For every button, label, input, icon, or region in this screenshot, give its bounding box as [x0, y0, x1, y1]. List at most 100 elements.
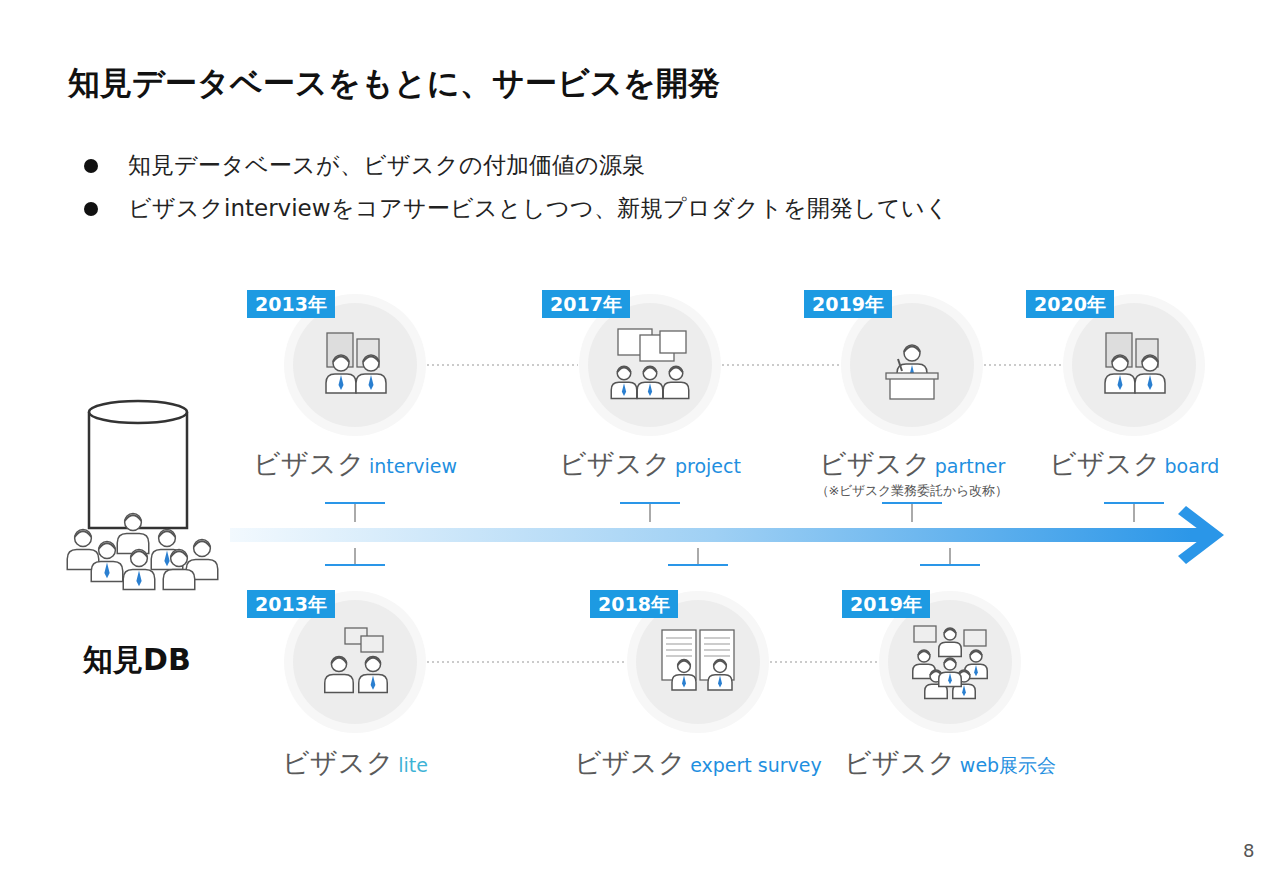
- service-icon: [611, 329, 689, 399]
- person-head: [333, 355, 349, 371]
- tick: [920, 564, 980, 566]
- doc-line: [704, 650, 730, 651]
- service-brand: ビザスク: [559, 448, 671, 479]
- person-hair: [363, 357, 379, 363]
- person-body: [359, 674, 388, 692]
- mic: [898, 359, 902, 371]
- person-body: [1105, 374, 1135, 393]
- tick: [949, 548, 951, 564]
- circle-fill: [588, 303, 712, 427]
- service-brand: ビザスク: [844, 747, 956, 778]
- service-brand: ビザスク: [819, 448, 931, 479]
- circle-fill: [636, 600, 760, 724]
- service-node: 2020年ビザスクboard: [1045, 290, 1224, 480]
- person-head: [125, 514, 142, 531]
- person-body: [637, 382, 663, 398]
- page-number: 8: [1243, 840, 1254, 861]
- people-cluster: [67, 514, 218, 590]
- person-tie: [682, 676, 686, 688]
- service-brand: ビザスク: [253, 448, 365, 479]
- doc-line: [666, 644, 692, 645]
- person-hair: [1142, 357, 1158, 363]
- tick: [668, 564, 728, 566]
- service-label: ビザスクpartner: [819, 446, 1006, 482]
- year-badge: 2019年: [804, 290, 892, 318]
- person-body: [939, 642, 962, 656]
- person-tie: [371, 675, 376, 689]
- bullet-text: ビザスクinterviewをコアサービスとしつつ、新規プロダクトを開発していく: [128, 193, 949, 224]
- person-head: [363, 355, 379, 371]
- service-node: 2013年ビザスクlite: [278, 590, 432, 780]
- person-hair: [333, 357, 349, 363]
- person-body: [326, 374, 356, 393]
- person-head: [669, 366, 683, 380]
- service-brand: ビザスク: [282, 747, 394, 778]
- person-tie: [622, 383, 626, 396]
- person-hair: [970, 651, 982, 655]
- service-label: ビザスクlite: [282, 745, 428, 781]
- person-body: [123, 570, 155, 590]
- illustration-shape: [964, 630, 986, 646]
- person-head: [131, 550, 148, 567]
- service-icon: [886, 345, 938, 399]
- person-head: [171, 550, 188, 567]
- person-body: [708, 675, 732, 690]
- person-head: [944, 628, 956, 640]
- year-badge: 2013年: [247, 590, 335, 618]
- tick: [354, 504, 356, 522]
- person-tie: [948, 673, 952, 684]
- person-hair: [678, 661, 691, 665]
- database-cylinder: [89, 401, 187, 423]
- person-body: [663, 382, 689, 398]
- person-tie: [369, 375, 374, 390]
- person-tie: [648, 383, 652, 396]
- circle-fill: [293, 303, 417, 427]
- person-hair: [331, 658, 346, 663]
- person-head: [331, 656, 346, 671]
- circle-fill: [850, 303, 974, 427]
- person-head: [904, 345, 920, 361]
- dotted-connector: [984, 364, 1062, 365]
- year-badge: 2019年: [842, 590, 930, 618]
- person-tie: [136, 571, 141, 587]
- dotted-connector: [722, 364, 840, 365]
- illustration-shape: [662, 630, 696, 680]
- tick: [911, 504, 913, 522]
- person-body: [163, 570, 195, 590]
- service-name: lite: [398, 754, 428, 776]
- person-head: [643, 366, 657, 380]
- service-name: web展示会: [960, 754, 1056, 776]
- service-name: expert survey: [690, 754, 822, 776]
- service-icon: [662, 630, 734, 690]
- person-tie: [104, 563, 109, 579]
- illustration-shape: [660, 331, 686, 353]
- person-head: [99, 542, 116, 559]
- bullet-dot: [84, 202, 98, 216]
- database-label: 知見DB: [83, 640, 191, 681]
- illustration-shape: [914, 626, 936, 642]
- tick: [1133, 504, 1135, 522]
- database-node: 知見DB: [37, 398, 237, 688]
- tick: [325, 502, 385, 504]
- service-name: interview: [369, 455, 457, 477]
- person-hair: [125, 515, 142, 521]
- person-head: [194, 540, 211, 557]
- illustration-shape: [886, 373, 938, 379]
- bullet-dot: [84, 159, 98, 173]
- service-icon: [326, 333, 386, 393]
- tick: [697, 548, 699, 564]
- circle-fill: [293, 600, 417, 724]
- person-head: [1142, 355, 1158, 371]
- person-hair: [617, 367, 631, 372]
- tick: [882, 502, 942, 504]
- illustration-shape: [890, 377, 934, 399]
- dotted-connector: [770, 661, 878, 662]
- person-head: [1112, 355, 1128, 371]
- person-hair: [75, 531, 92, 537]
- service-icon: [913, 626, 988, 699]
- year-badge: 2018年: [590, 590, 678, 618]
- tick: [325, 564, 385, 566]
- person-body: [611, 382, 637, 398]
- service-node: 2018年ビザスクexpert survey: [570, 590, 826, 780]
- person-head: [714, 660, 727, 673]
